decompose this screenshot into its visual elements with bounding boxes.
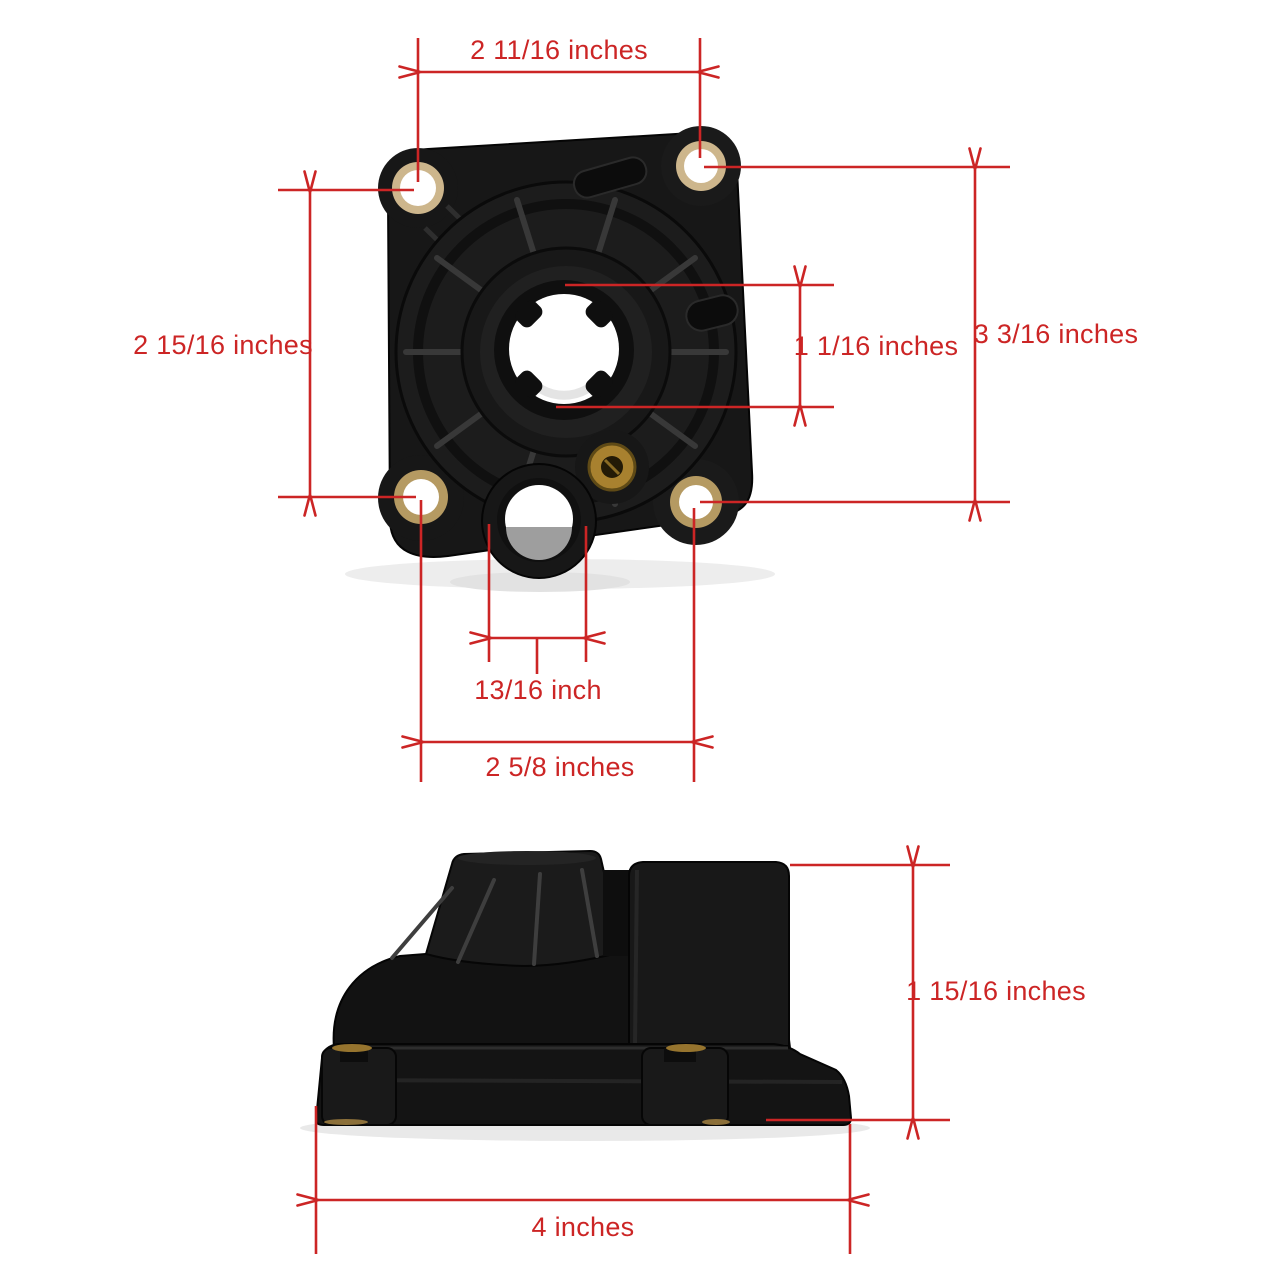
dimension-label-left-height: 2 15/16 inches — [133, 330, 313, 361]
center-bore — [509, 294, 619, 404]
dim-tube-hole-width — [469, 524, 606, 674]
side-ribs — [390, 868, 599, 966]
dim-side-height — [766, 845, 950, 1140]
dim-bottom-width — [401, 500, 714, 782]
dimension-label-tube-hole-width: 13/16 inch — [474, 675, 602, 706]
dimension-label-top-width: 2 11/16 inches — [470, 35, 648, 66]
top-slot — [572, 156, 648, 199]
base-ledge — [331, 1078, 843, 1084]
center-bore-key-tabs — [515, 300, 613, 398]
dimension-label-side-width: 4 inches — [531, 1212, 635, 1243]
dim-left-height — [278, 170, 416, 517]
dim-center-hole-height — [556, 265, 834, 427]
dimension-label-side-height: 1 15/16 inches — [906, 976, 1086, 1007]
right-cylinder — [628, 861, 790, 1047]
dim-right-height — [700, 147, 1010, 522]
center-cylinder-top — [458, 851, 596, 865]
mid-block — [603, 870, 629, 956]
water-tube-hole-shading — [506, 527, 572, 560]
side-pill-boss — [685, 294, 739, 332]
side-view-part — [300, 849, 870, 1141]
dimension-label-right-height: 3 3/16 inches — [973, 319, 1139, 350]
mounting-holes — [392, 141, 726, 528]
dimension-label-bottom-width: 2 5/8 inches — [485, 752, 635, 783]
right-cylinder-highlight — [633, 869, 639, 1045]
dim-top-width — [398, 38, 720, 182]
dim-side-width — [296, 1106, 870, 1254]
center-cylinder — [424, 849, 624, 968]
brass-glints — [324, 1044, 730, 1125]
dimension-label-center-hole-height: 1 1/16 inches — [793, 331, 959, 362]
brass-insert-glint — [603, 458, 621, 476]
front-view-part — [345, 126, 775, 592]
dimension-lines — [278, 38, 1010, 1254]
